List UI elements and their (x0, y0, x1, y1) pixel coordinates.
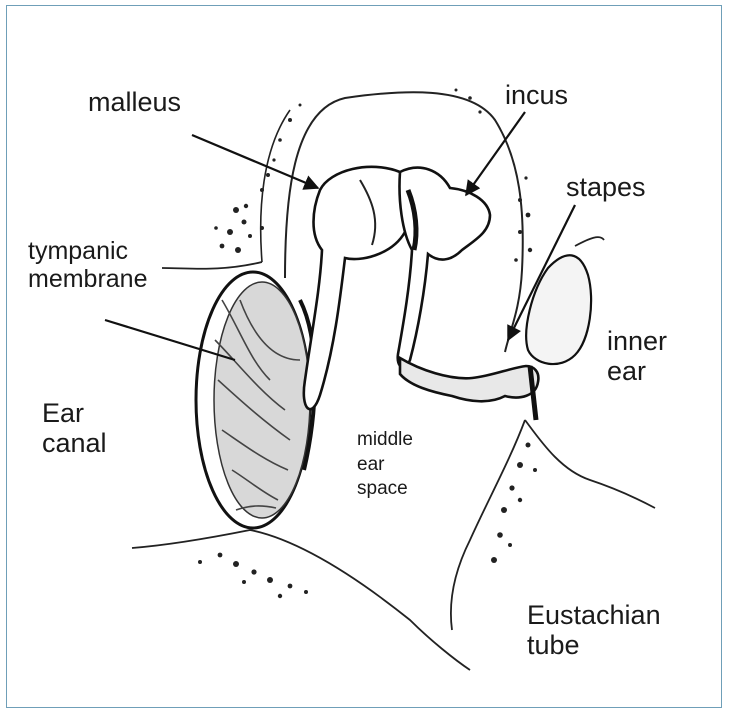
label-inner-line2: ear (607, 356, 667, 386)
label-eustachian-line2: tube (527, 630, 661, 660)
label-tympanic-line1: tympanic (28, 237, 148, 265)
label-middle-line3: space (357, 477, 413, 502)
label-middle-line2: ear (357, 453, 413, 478)
label-eustachian-tube: Eustachian tube (527, 600, 661, 660)
ear-canal-floor (132, 530, 470, 670)
label-incus: incus (505, 80, 568, 110)
label-inner-line1: inner (607, 326, 667, 356)
label-middle-line1: middle (357, 428, 413, 453)
malleus-pointer (192, 135, 318, 188)
tympanic-membrane-shape (196, 272, 315, 528)
label-tympanic-line2: membrane (28, 265, 148, 293)
label-eustachian-line1: Eustachian (527, 600, 661, 630)
eustachian-wall-left (451, 420, 525, 630)
label-inner-ear: inner ear (607, 326, 667, 386)
inner-ear-outline (575, 237, 604, 246)
label-tympanic-membrane: tympanic membrane (28, 237, 148, 293)
label-stapes: stapes (566, 172, 646, 202)
label-ear-canal-line1: Ear (42, 398, 107, 428)
label-ear-canal-line2: canal (42, 428, 107, 458)
eustachian-wall-right (525, 420, 655, 508)
stapes-bone (400, 358, 538, 401)
label-middle-ear-space: middle ear space (357, 428, 413, 502)
label-malleus: malleus (88, 87, 181, 117)
inner-ear-shape (526, 255, 591, 364)
incus-pointer (466, 112, 525, 195)
malleus-bone (304, 167, 415, 409)
label-ear-canal: Ear canal (42, 398, 107, 458)
ear-canal-top (162, 262, 262, 269)
